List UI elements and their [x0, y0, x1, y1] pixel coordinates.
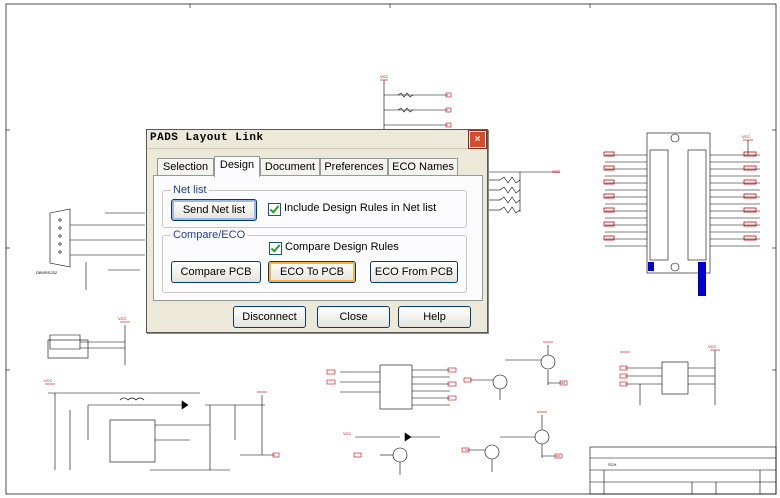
ic-center [326, 364, 457, 410]
tab-document[interactable]: Document [260, 158, 320, 176]
compare-eco-group-label: Compare/ECO [171, 229, 248, 241]
net-label-vcc: VCC [380, 74, 389, 79]
include-design-rules-label: Include Design Rules in Net list [284, 202, 437, 214]
dialog-titlebar[interactable]: PADS Layout Link × [147, 130, 487, 149]
net-flags-right [603, 151, 757, 241]
net-label-vcc: VCC [708, 344, 717, 349]
title-block [589, 446, 777, 495]
send-netlist-button[interactable]: Send Net list [171, 199, 257, 221]
ic-socket-right [605, 132, 760, 296]
net-label-vcc: VCC [552, 169, 561, 174]
ic-eeprom [619, 349, 720, 405]
tab-eco-names[interactable]: ECO Names [388, 158, 458, 176]
compare-eco-group: Compare/ECO Compare Design Rules Compare… [162, 229, 467, 293]
tab-selection[interactable]: Selection [157, 158, 214, 176]
transistor-circuits [353, 341, 568, 475]
db9-connector [49, 208, 145, 290]
resistor-pack-mid [486, 171, 560, 214]
include-design-rules-checkbox[interactable] [268, 203, 281, 216]
dialog-title: PADS Layout Link [150, 132, 264, 144]
netlist-group: Net list Send Net list Include Design Ru… [162, 184, 467, 228]
power-circuit [45, 339, 280, 471]
compare-design-rules-checkbox[interactable] [269, 242, 282, 255]
pads-layout-link-dialog: PADS Layout Link × Selection Design Docu… [146, 129, 488, 333]
disconnect-button[interactable]: Disconnect [233, 306, 306, 328]
header-j1 [49, 321, 130, 365]
tab-design[interactable]: Design [214, 156, 260, 177]
design-tab-panel: Net list Send Net list Include Design Ru… [153, 175, 483, 301]
close-icon[interactable]: × [468, 130, 487, 149]
eco-to-pcb-button[interactable]: ECO To PCB [268, 261, 356, 283]
compare-pcb-button[interactable]: Compare PCB [171, 261, 261, 283]
net-label-vcc: VCC [742, 134, 751, 139]
net-label-vcc: VCC [343, 431, 352, 436]
compare-design-rules-label: Compare Design Rules [285, 241, 399, 253]
help-button[interactable]: Help [398, 306, 471, 328]
resistor-array-top [380, 79, 452, 130]
net-label-vcc: VCC [44, 378, 53, 383]
net-label-vcc: VCC [118, 316, 127, 321]
tab-preferences[interactable]: Preferences [320, 158, 388, 176]
eco-from-pcb-button[interactable]: ECO From PCB [370, 261, 458, 283]
title-block-label: SCH [608, 462, 617, 467]
connector-label: DB9/RS232 [36, 270, 58, 275]
netlist-group-label: Net list [171, 184, 209, 196]
sheet-border [5, 3, 777, 495]
close-button[interactable]: Close [317, 306, 390, 328]
